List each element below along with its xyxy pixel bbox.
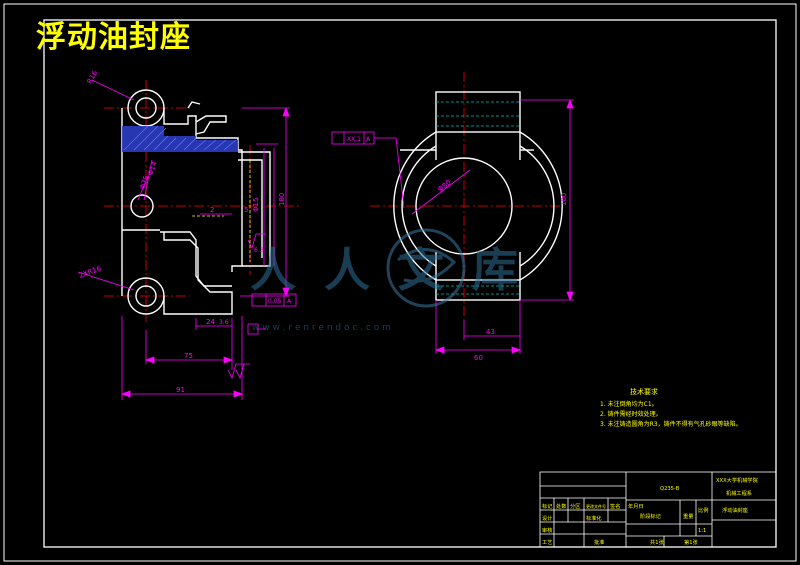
sheet-border <box>3 3 797 562</box>
tb-drawing-no: Q235-B <box>660 486 680 492</box>
tech-notes: 技术要求 1. 未注倒角均为C1。 2. 铸件需经时效处理。 3. 未注铸造圆角… <box>600 387 742 428</box>
label-w43: 43 <box>486 328 495 336</box>
tb-std: 标准化 <box>586 514 602 522</box>
tb-weight: 重量 <box>683 512 693 520</box>
label-dia-b: Φ25 <box>138 174 150 190</box>
tb-sheet-no: 第1张 <box>684 538 698 546</box>
label-w60: 60 <box>474 354 483 362</box>
label-r-bottom: 2XR16 <box>78 264 103 280</box>
tb-label-date: 年月日 <box>628 502 644 510</box>
label-d-right: Φ15 <box>252 198 260 212</box>
label-datum-a: A <box>287 298 292 305</box>
tb-label-mark: 标记 <box>542 502 552 510</box>
tb-label-zone: 分区 <box>570 502 580 510</box>
tech-note-3: 3. 未注铸造圆角为R3，铸件不得有气孔砂眼等缺陷。 <box>600 420 742 428</box>
side-view: XX.1 A Φ80 100 43 60 <box>331 72 574 362</box>
label-frame: XX.1 <box>347 136 361 143</box>
front-hidden <box>192 160 251 262</box>
front-hatch <box>122 125 238 152</box>
tb-check: 审核 <box>542 526 552 534</box>
tb-part-name: 浮动油封座 <box>722 506 748 514</box>
tb-label-count: 处数 <box>556 502 567 510</box>
side-dimensions <box>331 98 574 354</box>
tb-stage: 阶段标记 <box>640 512 661 520</box>
label-side-height: 100 <box>560 193 568 206</box>
front-dimensions <box>77 79 297 400</box>
front-view: R16 2XR16 Φ14 Φ25 2 Φ15 180 0.05 A 5 24 … <box>77 69 300 400</box>
label-h5: 5 <box>244 206 248 214</box>
tb-sheet-total: 共1张 <box>650 538 664 546</box>
tb-approve: 批准 <box>594 538 604 546</box>
label-tol: 0.05 <box>268 298 282 305</box>
tb-label-change: 更改文件号 <box>586 503 606 509</box>
tb-school: XXX大学机械学院 <box>716 476 759 484</box>
tech-note-1: 1. 未注倒角均为C1。 <box>600 400 658 408</box>
title-block: Q235-B XXX大学机械学院 机械工程系 浮动油封座 标记 处数 分区 更改… <box>539 471 777 548</box>
drawing-frame <box>43 19 777 548</box>
tb-scale: 1:1 <box>698 528 706 534</box>
front-outline <box>121 89 271 315</box>
tech-note-2: 2. 铸件需经时效处理。 <box>600 410 662 418</box>
tb-label-sign: 签名 <box>610 502 620 510</box>
label-w75: 75 <box>184 352 193 360</box>
label-height: 180 <box>278 193 286 206</box>
label-w91: 91 <box>176 386 185 394</box>
label-small: 2 <box>210 206 214 214</box>
tb-design: 设计 <box>542 514 552 522</box>
tb-process: 工艺 <box>542 539 552 546</box>
label-ra: 6.3 <box>254 247 264 254</box>
label-dia-a: Φ14 <box>146 160 159 177</box>
label-w36: 3.6 <box>219 319 229 326</box>
tech-notes-title: 技术要求 <box>630 387 658 396</box>
tb-dept: 机械工程系 <box>726 489 752 497</box>
label-frame-datum: A <box>366 136 371 143</box>
tb-ratio: 比例 <box>698 506 708 514</box>
side-hidden <box>436 101 520 295</box>
drawing-title: 浮动油封座 <box>36 20 191 55</box>
watermark-url: w w w . r e n r e n d o c . c o m <box>252 323 391 333</box>
label-w24: 24 <box>206 318 215 326</box>
watermark-logo: 人人文库 <box>250 243 546 297</box>
side-outline <box>393 91 563 301</box>
label-bore: Φ80 <box>436 178 452 193</box>
watermark: 人人文库 w w w . r e n r e n d o c . c o m <box>250 228 546 333</box>
